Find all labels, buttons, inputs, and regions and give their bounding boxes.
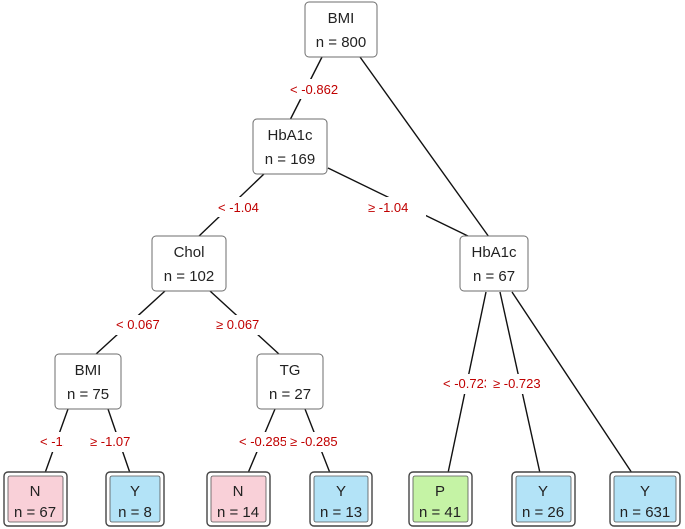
node-root-count: n = 800 — [316, 34, 366, 51]
edge-root-hba1c2 — [359, 56, 490, 238]
node-root-variable: BMI — [328, 10, 355, 27]
leaf-7-class: Y — [640, 483, 650, 500]
node-chol: Chol n = 102 — [151, 235, 227, 292]
node-hba1c2-variable: HbA1c — [471, 244, 517, 261]
split-label-tg-left: < -0.285 — [239, 434, 287, 449]
leaf-4-count: n = 13 — [320, 504, 362, 521]
node-tg-count: n = 27 — [269, 386, 311, 403]
node-root: BMI n = 800 — [304, 1, 378, 58]
leaf-1-fill — [7, 475, 64, 523]
leaf-5-class: P — [435, 483, 445, 500]
tree-edges — [44, 56, 633, 474]
node-bmi2-count: n = 75 — [67, 386, 109, 403]
split-label-tg-right: ≥ -0.285 — [290, 434, 338, 449]
split-label-hba1c2-right: ≥ -0.723 — [493, 376, 541, 391]
leaf-3: N n = 14 — [206, 471, 271, 527]
leaf-1-count: n = 67 — [14, 504, 56, 521]
leaf-4-fill — [313, 475, 369, 523]
node-bmi2: BMI n = 75 — [54, 353, 122, 410]
split-label-chol-right: ≥ 0.067 — [216, 317, 259, 332]
leaf-3-class: N — [233, 483, 244, 500]
split-labels: < -0.862 < -1.04 ≥ -1.04 < 0.067 ≥ 0.067… — [38, 79, 552, 452]
split-label-bmi2-right: ≥ -1.07 — [90, 434, 130, 449]
leaf-6-class: Y — [538, 483, 548, 500]
node-hba1c2: HbA1c n = 67 — [459, 235, 529, 292]
leaf-2-fill — [109, 475, 161, 523]
split-label-root-left: < -0.862 — [290, 82, 338, 97]
leaf-6: Y n = 26 — [511, 471, 576, 527]
leaf-4: Y n = 13 — [309, 471, 373, 527]
leaf-6-count: n = 26 — [522, 504, 564, 521]
node-tg-variable: TG — [280, 362, 301, 379]
node-tg: TG n = 27 — [256, 353, 324, 410]
node-bmi2-variable: BMI — [75, 362, 102, 379]
leaf-7: Y n = 631 — [609, 471, 681, 527]
node-hba1c: HbA1c n = 169 — [252, 118, 328, 175]
split-label-chol-left: < 0.067 — [116, 317, 160, 332]
split-label-hba1c-right: ≥ -1.04 — [368, 200, 408, 215]
leaf-3-count: n = 14 — [217, 504, 259, 521]
leaf-1: N n = 67 — [3, 471, 68, 527]
node-hba1c-variable: HbA1c — [267, 127, 313, 144]
split-label-bmi2-left: < -1.07 — [40, 434, 81, 449]
node-hba1c2-count: n = 67 — [473, 268, 515, 285]
leaf-4-class: Y — [336, 483, 346, 500]
leaf-7-fill — [613, 475, 677, 523]
leaf-2-count: n = 8 — [118, 504, 152, 521]
leaf-3-fill — [210, 475, 267, 523]
leaf-6-fill — [515, 475, 572, 523]
node-chol-count: n = 102 — [164, 268, 214, 285]
leaf-5-fill — [412, 475, 469, 523]
split-label-hba1c2-left: < -0.723 — [443, 376, 491, 391]
leaf-2-class: Y — [130, 483, 140, 500]
leaf-5-count: n = 41 — [419, 504, 461, 521]
leaf-7-count: n = 631 — [620, 504, 670, 521]
leaf-2: Y n = 8 — [105, 471, 165, 527]
node-hba1c-count: n = 169 — [265, 151, 315, 168]
split-label-hba1c-left: < -1.04 — [218, 200, 259, 215]
edge-hba1c2-leaf7 — [511, 291, 633, 474]
leaf-1-class: N — [30, 483, 41, 500]
leaf-5: P n = 41 — [408, 471, 473, 527]
node-chol-variable: Chol — [174, 244, 205, 261]
